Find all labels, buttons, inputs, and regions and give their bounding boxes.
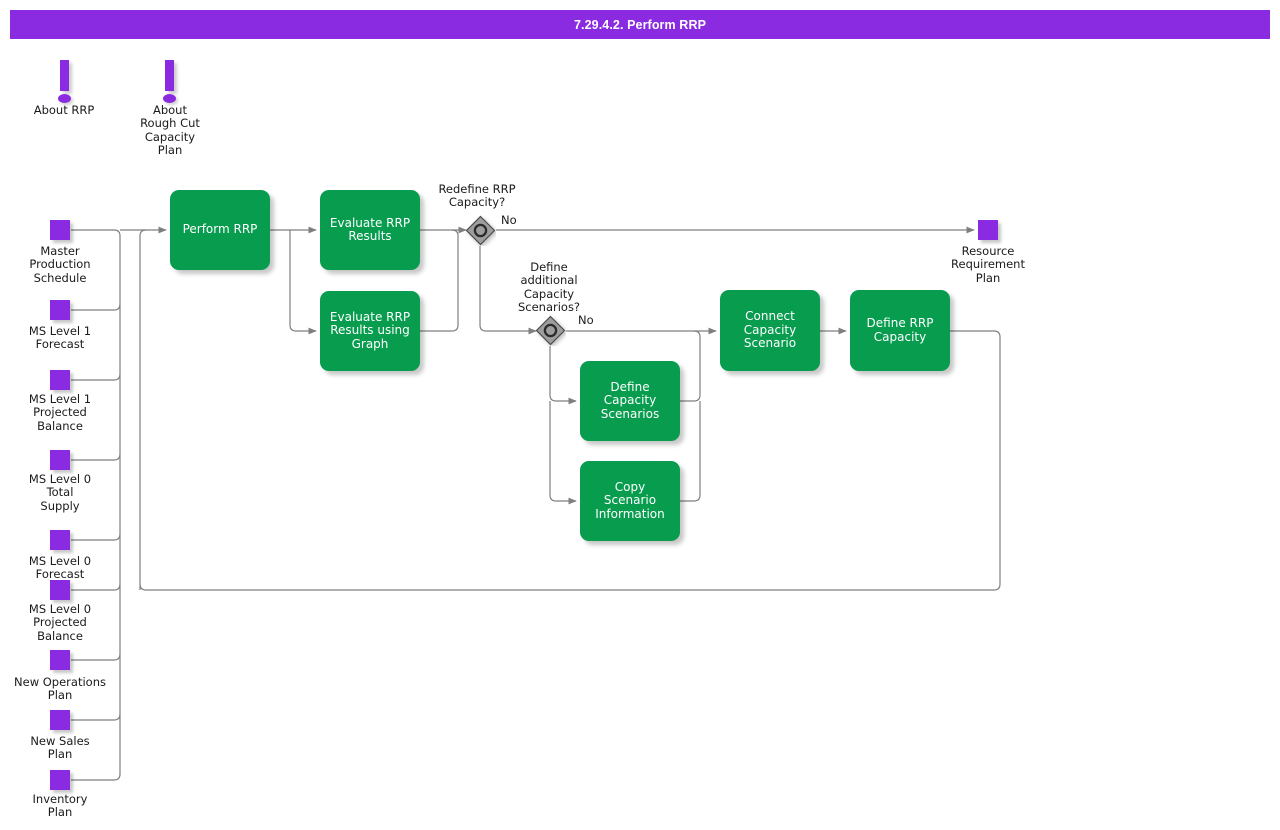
data-object-label: MS Level 1 Projected Balance xyxy=(28,392,92,433)
gateway-label-redefine-rrp-capacity: Redefine RRP Capacity? xyxy=(438,182,516,210)
task-perform-rrp[interactable]: Perform RRP xyxy=(170,190,270,270)
data-object-label: New Sales Plan xyxy=(30,734,90,762)
data-object-label: Master Production Schedule xyxy=(29,244,91,285)
data-object-icon xyxy=(50,650,70,670)
data-object-icon xyxy=(50,220,70,240)
data-object-label: Inventory Plan xyxy=(32,792,88,820)
exclamation-icon xyxy=(165,60,174,91)
data-object-icon xyxy=(50,300,70,320)
data-object-icon xyxy=(50,770,70,790)
data-object-label: MS Level 1 Forecast xyxy=(28,324,92,352)
exclamation-icon xyxy=(60,60,69,91)
gateway-branch-label-no-redefine: No xyxy=(501,213,517,227)
data-object-icon xyxy=(50,370,70,390)
data-object-icon xyxy=(50,710,70,730)
page-title: 7.29.4.2. Perform RRP xyxy=(10,10,1270,39)
task-evaluate-rrp-results[interactable]: Evaluate RRP Results xyxy=(320,190,420,270)
data-object-label: New Operations Plan xyxy=(14,675,106,703)
data-object-icon xyxy=(50,450,70,470)
task-evaluate-rrp-results-using-graph[interactable]: Evaluate RRP Results using Graph xyxy=(320,291,420,371)
exclamation-dot-icon xyxy=(163,94,176,103)
task-define-rrp-capacity[interactable]: Define RRP Capacity xyxy=(850,290,950,371)
data-object-icon xyxy=(50,580,70,600)
note-label: About RRP xyxy=(33,103,95,117)
gateway-label-define-additional-capacity-scenarios: Define additional Capacity Scenarios? xyxy=(517,260,581,314)
exclamation-dot-icon xyxy=(58,94,71,103)
data-object-icon xyxy=(978,220,998,240)
data-object-label: Resource Requirement Plan xyxy=(951,244,1025,285)
gateway-redefine-rrp-capacity[interactable] xyxy=(465,215,496,246)
gateway-define-additional-capacity-scenarios[interactable] xyxy=(535,315,566,346)
data-object-label: MS Level 0 Projected Balance xyxy=(28,602,92,643)
gateway-branch-label-no-define-additional: No xyxy=(578,313,594,327)
data-object-label: MS Level 0 Total Supply xyxy=(28,472,92,513)
task-connect-capacity-scenario[interactable]: Connect Capacity Scenario xyxy=(720,290,820,371)
data-object-label: MS Level 0 Forecast xyxy=(28,554,92,582)
data-object-icon xyxy=(50,530,70,550)
note-label: About Rough Cut Capacity Plan xyxy=(140,103,200,157)
task-copy-scenario-information[interactable]: Copy Scenario Information xyxy=(580,461,680,541)
task-define-capacity-scenarios[interactable]: Define Capacity Scenarios xyxy=(580,361,680,441)
